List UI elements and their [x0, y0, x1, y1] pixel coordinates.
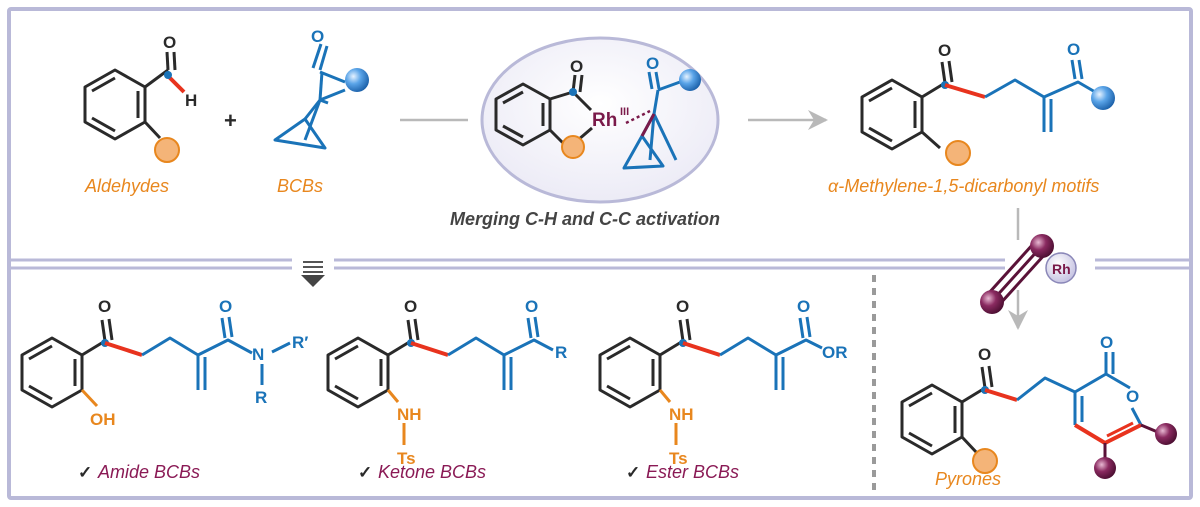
products-label: α-Methylene-1,5-dicarbonyl motifs [828, 176, 1099, 196]
aldehyde-structure: O H [83, 33, 197, 163]
atom-o: O [525, 297, 538, 316]
strategy-label: Merging C-H and C-C activation [450, 209, 720, 229]
atom-nh: NH [397, 405, 422, 424]
plus-sign: + [224, 108, 237, 133]
rh-oxidation-state: III [620, 106, 629, 118]
atom-o: O [646, 54, 659, 73]
atom-n: N [252, 345, 264, 364]
pyrone-product: O O O [900, 333, 1177, 479]
atom-o: O [163, 33, 176, 52]
atom-ts: Ts [397, 449, 416, 468]
substituent-sphere-blue [1091, 86, 1115, 110]
atom-oh: OH [90, 410, 116, 429]
scope-down-arrow [301, 261, 325, 287]
rhodacycle-intermediate: O Rh III O [494, 54, 701, 170]
atom-o: O [938, 41, 951, 60]
atom-r: R [255, 388, 267, 407]
ester-product: O O OR NH Ts [598, 297, 848, 468]
scope-label-text: Amide BCBs [97, 462, 200, 482]
bcb-structure: O [273, 27, 369, 150]
alkyne-reagent: Rh [980, 208, 1077, 330]
section-divider [11, 258, 1189, 270]
amide-product: O O N R′ R OH [20, 297, 308, 429]
rh-metal: Rh [592, 110, 617, 131]
atom-o: O [1126, 387, 1139, 406]
atom-or: OR [822, 343, 848, 362]
atom-o: O [978, 345, 991, 364]
pyrones-label: Pyrones [935, 469, 1001, 489]
atom-nh: NH [669, 405, 694, 424]
atom-o: O [404, 297, 417, 316]
scope-label-ketone: ✓ Ketone BCBs [358, 462, 486, 482]
ketone-product: O O R NH Ts [326, 297, 567, 468]
atom-o: O [219, 297, 232, 316]
substituent-sphere-blue [679, 69, 701, 91]
scope-label-text: Ketone BCBs [378, 462, 486, 482]
bcbs-label: BCBs [277, 176, 323, 196]
check-icon: ✓ [626, 463, 640, 482]
dicarbonyl-product: O O [860, 40, 1115, 166]
atom-h: H [185, 91, 197, 110]
scope-label-amide: ✓ Amide BCBs [78, 462, 200, 482]
atom-o: O [98, 297, 111, 316]
substituent-sphere-orange [945, 140, 971, 166]
substituent-sphere-orange [972, 448, 998, 474]
atom-o: O [570, 57, 583, 76]
check-icon: ✓ [78, 463, 92, 482]
scope-label-ester: ✓ Ester BCBs [626, 462, 739, 482]
check-icon: ✓ [358, 463, 372, 482]
atom-o: O [676, 297, 689, 316]
atom-o: O [1100, 333, 1113, 352]
atom-o: O [797, 297, 810, 316]
rh-catalyst-label: Rh [1052, 261, 1071, 277]
substituent-sphere-blue [345, 68, 369, 92]
scope-label-text: Ester BCBs [646, 462, 739, 482]
substituent-sphere-orange [154, 137, 180, 163]
atom-o: O [1067, 40, 1080, 59]
aldehydes-label: Aldehydes [84, 176, 169, 196]
atom-ts: Ts [669, 449, 688, 468]
atom-r-prime: R′ [292, 333, 308, 352]
outer-frame [7, 7, 1193, 500]
atom-o: O [311, 27, 324, 46]
atom-r: R [555, 343, 567, 362]
